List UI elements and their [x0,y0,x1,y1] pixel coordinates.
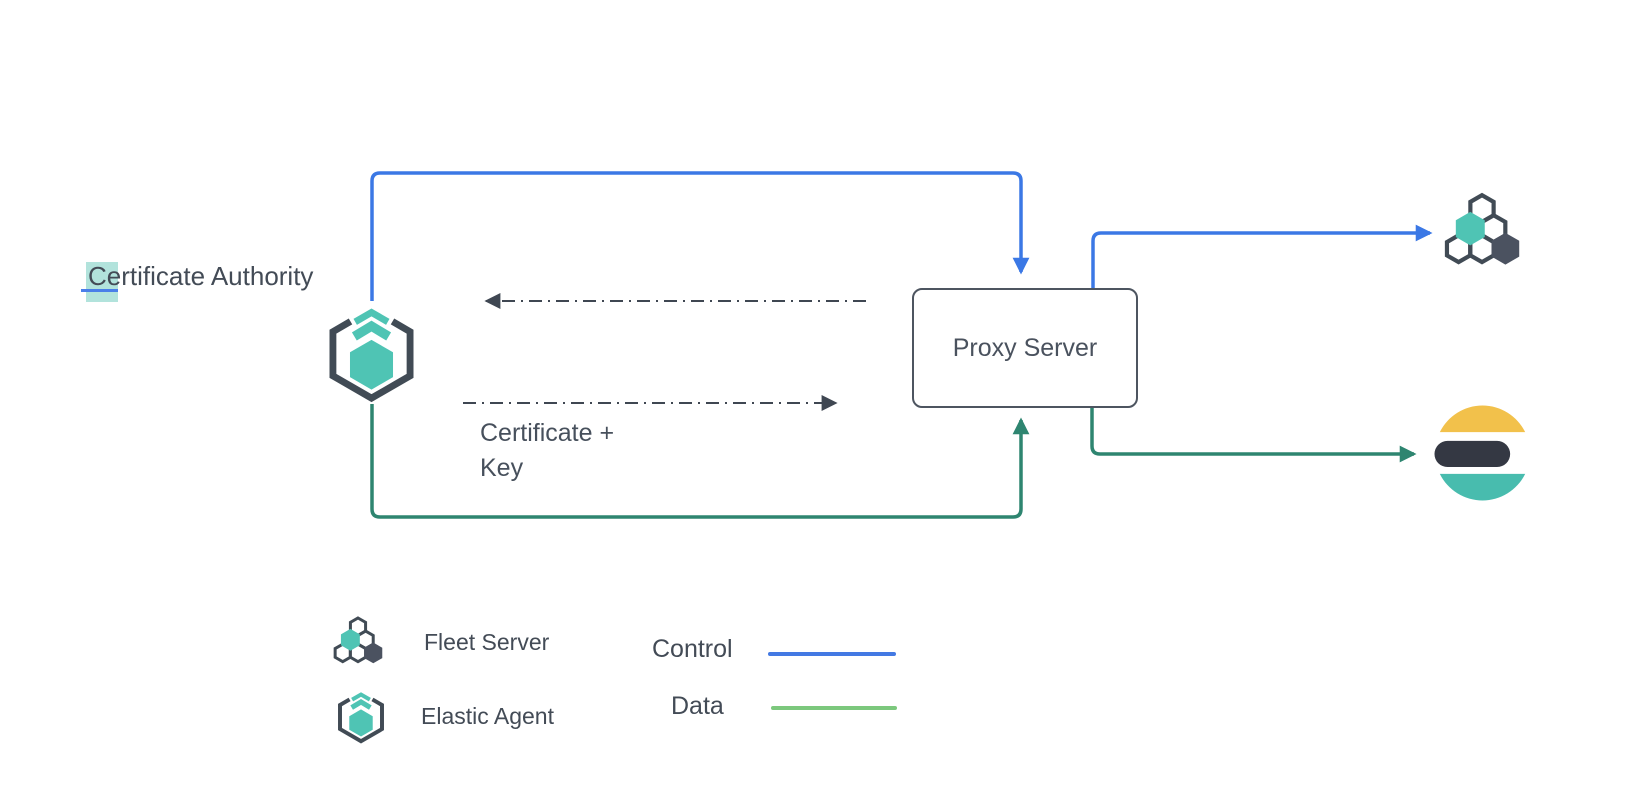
agent-bracket-outline [338,697,384,744]
legend-elastic-agent-icon[interactable] [333,686,389,745]
agent-hexagon [349,709,373,737]
agent-chevron-bottom [351,320,392,341]
elastic-agent-icon[interactable] [320,297,423,405]
fleet-hex-dark [364,642,383,664]
es-bottom-arc [1439,473,1526,501]
agent-chevron-top [353,308,390,325]
legend-control-label: Control [652,635,733,663]
fleet-hex-teal [1455,211,1485,246]
agent-chevron-top [351,692,371,702]
text-cursor-underline [81,289,118,292]
certificate-key-line2: Key [480,454,524,482]
es-middle-bar [1434,440,1511,468]
text-selection-highlight [86,262,118,302]
legend-control-line-swatch [768,652,896,656]
elasticsearch-icon[interactable] [1434,402,1531,503]
legend-elastic-agent-label: Elastic Agent [421,703,554,729]
edge-data-proxy-to-elasticsearch[interactable] [1090,405,1417,463]
certificate-key-line1: Certificate + [480,419,615,447]
certificate-authority-label[interactable]: Certificate Authority [88,261,314,291]
proxy-server-box[interactable]: Proxy Server [912,288,1138,408]
fleet-hex-dark [1491,232,1520,265]
legend-fleet-server-icon[interactable] [328,612,388,672]
edge-control-agent-to-proxy[interactable] [370,171,1030,301]
edge-control-proxy-to-fleet[interactable] [1091,224,1433,288]
es-top-arc [1439,405,1526,433]
edge-data-agent-to-proxy[interactable] [370,404,1030,519]
proxy-server-label: Proxy Server [952,333,1098,362]
agent-hexagon [349,339,394,390]
agent-chevron-bottom [350,698,372,710]
fleet-server-icon[interactable] [1436,186,1528,278]
certificate-key-label[interactable]: Certificate + Key [480,416,614,486]
agent-bracket-outline [329,318,414,403]
fleet-hex-teal [340,628,360,651]
legend-fleet-server-label: Fleet Server [424,629,550,655]
legend-data-label: Data [671,692,724,720]
legend-data-line-swatch [771,706,897,710]
